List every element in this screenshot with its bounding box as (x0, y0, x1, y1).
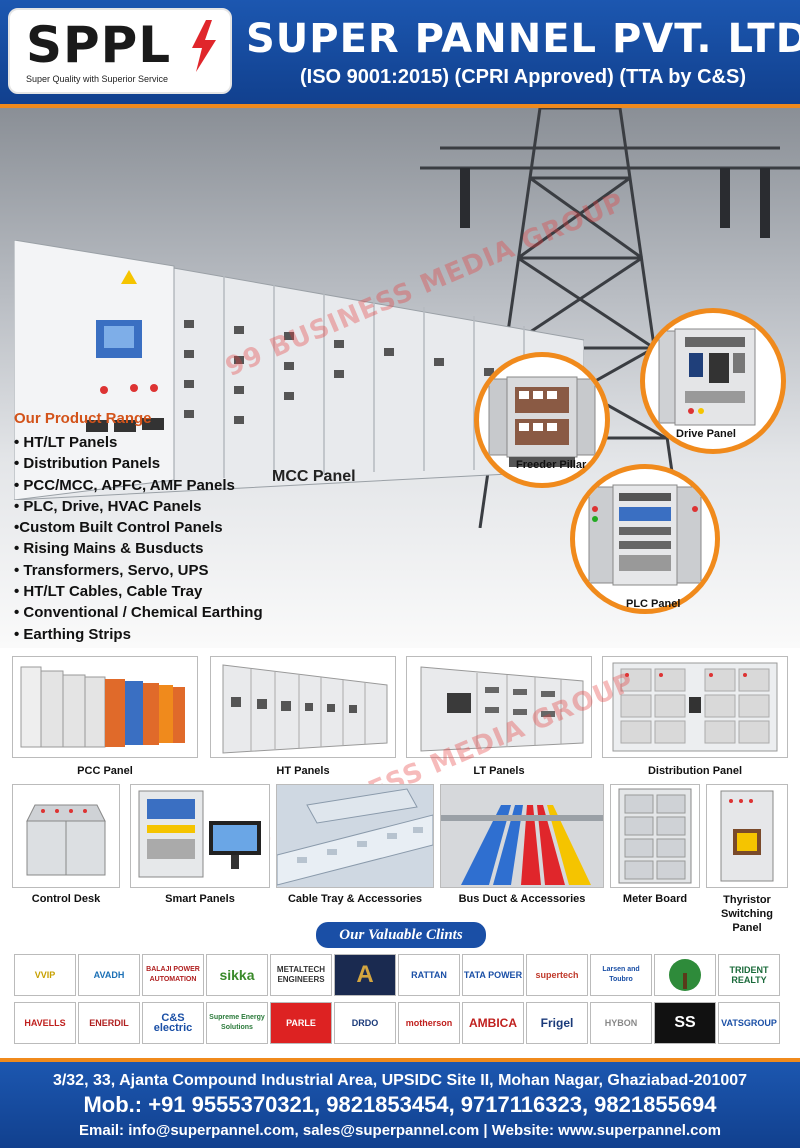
certifications: (ISO 9001:2015) (CPRI Approved) (TTA by … (300, 66, 746, 88)
feeder-pillar-image (474, 352, 610, 488)
drive-panel-label: Drive Panel (676, 428, 736, 440)
tile-label: LT Panels (473, 765, 525, 777)
footer-divider (0, 1058, 800, 1062)
list-item: • PCC/MCC, APFC, AMF Panels (14, 476, 235, 494)
client-logo-frigel: Frigel (526, 1002, 588, 1044)
client-logo-supreme-energy: Supreme Energy Solutions (206, 1002, 268, 1044)
tile-label: Bus Duct & Accessories (458, 893, 586, 905)
list-item: • PLC, Drive, HVAC Panels (14, 497, 202, 515)
smart-panels-image (130, 784, 270, 888)
list-item: • Conventional / Chemical Earthing (14, 604, 263, 622)
lt-panels-image (406, 656, 592, 758)
client-logo-cs-electric: C&S electric (142, 1002, 204, 1044)
client-logo-trident: TRIDENT REALTY (718, 954, 780, 996)
mobile-numbers: Mob.: +91 9555370321, 9821853454, 971711… (83, 1092, 717, 1117)
client-logo-ss: SS (654, 1002, 716, 1044)
control-desk-image (12, 784, 120, 888)
list-item: • Rising Mains & Busducts (14, 540, 204, 558)
header-divider (0, 104, 800, 108)
plc-panel-label: PLC Panel (626, 598, 681, 610)
client-logo-supertech: supertech (526, 954, 588, 996)
list-item: • HT/LT Panels (14, 434, 118, 451)
plc-panel-image (570, 464, 720, 614)
tile-label: HT Panels (276, 765, 330, 777)
list-item: • HT/LT Cables, Cable Tray (14, 583, 203, 601)
tile-label: PCC Panel (77, 765, 133, 777)
tile-label: Cable Tray & Accessories (287, 893, 423, 905)
bus-duct-image (440, 784, 604, 888)
list-item: • Distribution Panels (14, 455, 161, 473)
client-logo-larsen: Larsen and Toubro (590, 954, 652, 996)
client-logo-a: A (334, 954, 396, 996)
address: 3/32, 33, Ajanta Compound Industrial Are… (52, 1072, 748, 1089)
header-banner: SPPL Super Quality with Superior Service… (0, 0, 800, 104)
drive-panel-image (640, 308, 786, 454)
client-logo-havells: HAVELLS (14, 1002, 76, 1044)
list-item: • Transformers, Servo, UPS (14, 561, 209, 579)
pcc-panel-image (12, 656, 198, 758)
client-logo-motherson: motherson (398, 1002, 460, 1044)
client-logo-ambica: AMBICA (462, 1002, 524, 1044)
tile-label: Smart Panels (165, 893, 235, 905)
product-range-title: Our Product Range (14, 410, 152, 427)
feeder-pillar-label: Freeder Pillar (516, 459, 587, 471)
client-logo-balaji: BALAJI POWER AUTOMATION (142, 954, 204, 996)
footer-banner (0, 1062, 800, 1148)
client-logo-drdo: DRDO (334, 1002, 396, 1044)
client-logo-hybon: HYBON (590, 1002, 652, 1044)
client-logo-sikka: sikka (206, 954, 268, 996)
logo-text: SPPL (26, 16, 172, 74)
client-logo-tree (654, 954, 716, 996)
company-name: SUPER PANNEL PVT. LTD. (246, 16, 800, 62)
distribution-panel-image (602, 656, 788, 758)
email-website: Email: info@superpannel.com, sales@super… (79, 1122, 721, 1139)
client-logo-vvip: VVIP (14, 954, 76, 996)
list-item: •Custom Built Control Panels (14, 519, 223, 537)
tile-label: Thyristor Switching Panel (721, 894, 773, 934)
clients-title: Our Valuable Clints (316, 922, 486, 948)
company-logo: SPPL Super Quality with Superior Service (8, 8, 232, 94)
mcc-panel-label: MCC Panel (272, 468, 356, 485)
client-logo-rattan: RATTAN (398, 954, 460, 996)
client-logo-avadh: AVADH (78, 954, 140, 996)
ht-panels-image (210, 656, 396, 758)
list-item: • Earthing Strips (14, 625, 131, 643)
lightning-bolt-icon (192, 20, 216, 72)
tile-label: Distribution Panel (647, 765, 743, 777)
meter-board-image (610, 784, 700, 888)
tile-label: Control Desk (31, 893, 101, 905)
client-logo-enerdil: ENERDIL (78, 1002, 140, 1044)
client-logo-parle: PARLE (270, 1002, 332, 1044)
cable-tray-image (276, 784, 434, 888)
client-logo-metaltech: METALTECH ENGINEERS (270, 954, 332, 996)
client-logo-tata-power: TATA POWER (462, 954, 524, 996)
client-logo-vatsgroup: VATSGROUP (718, 1002, 780, 1044)
tile-label: Meter Board (622, 893, 688, 905)
logo-tagline: Super Quality with Superior Service (26, 74, 169, 84)
mcc-panel-image (14, 240, 584, 500)
thyristor-panel-image (706, 784, 788, 888)
product-range-list: • HT/LT Panels • Distribution Panels • P… (14, 432, 263, 645)
